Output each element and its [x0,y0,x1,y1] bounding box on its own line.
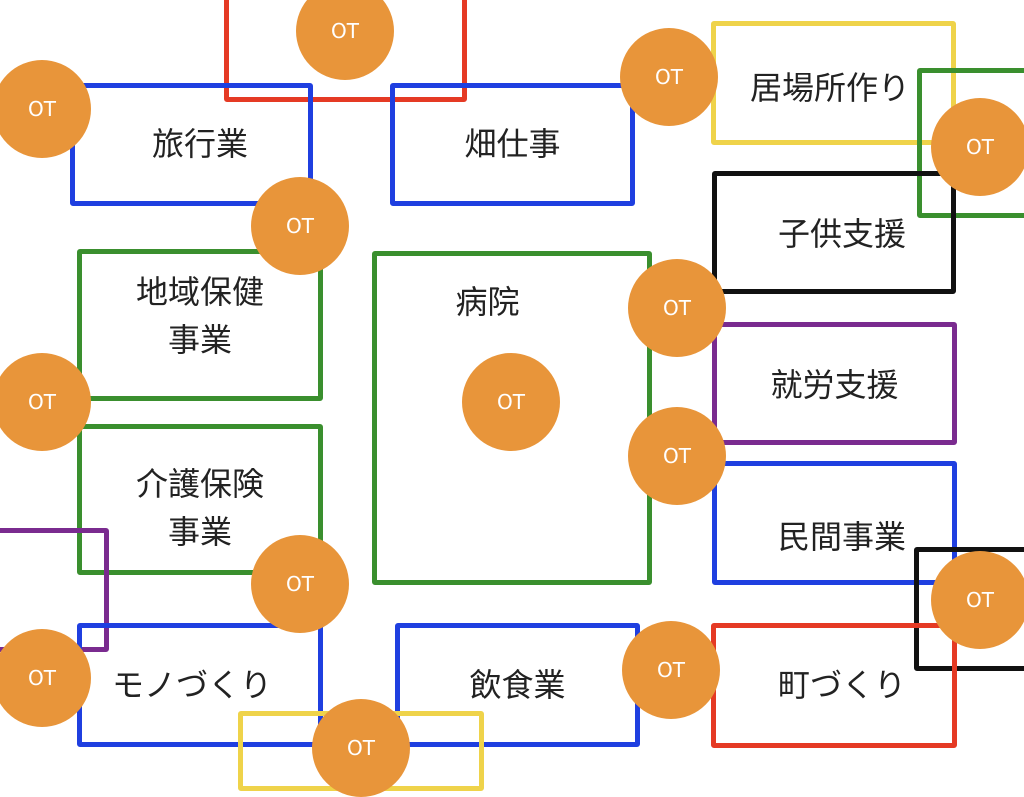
box-regional-health [77,249,323,401]
label-travel: 旅行業 [151,125,248,163]
label-manufacturing: モノづくり [111,666,272,704]
box-care-insurance [77,424,323,575]
label-place-making: 居場所作り [749,69,910,107]
box-field-work [390,83,635,206]
label-hospital: 病院 [455,283,520,321]
black-box-right-bottom [914,547,1024,671]
ot-circle: OT [931,98,1024,196]
ot-circle: OT [622,621,720,719]
label-child-support: 子供支援 [777,215,906,253]
ot-circle: OT [628,259,726,357]
box-child-support [712,171,956,294]
label-care-insurance: 介護保険事業 [135,465,264,551]
ot-circle: OT [462,353,560,451]
green-box-right-top [917,68,1024,218]
red-box-top [224,0,467,102]
ot-circle: OT [296,0,394,80]
ot-circle: OT [628,407,726,505]
ot-circle: OT [0,629,91,727]
label-field-work: 畑仕事 [464,125,561,163]
box-private-business [712,461,957,585]
ot-circle: OT [620,28,718,126]
label-regional-health: 地域保健事業 [135,273,264,359]
ot-circle: OT [0,353,91,451]
label-private-business: 民間事業 [777,518,906,556]
ot-circle: OT [931,551,1024,649]
ot-circle: OT [312,699,410,797]
box-employment-support [712,322,957,445]
ot-circle: OT [251,535,349,633]
label-employment-support: 就労支援 [770,366,899,404]
ot-circle: OT [0,60,91,158]
ot-circle: OT [251,177,349,275]
label-town-making: 町づくり [777,666,906,704]
label-food-service: 飲食業 [469,666,566,704]
